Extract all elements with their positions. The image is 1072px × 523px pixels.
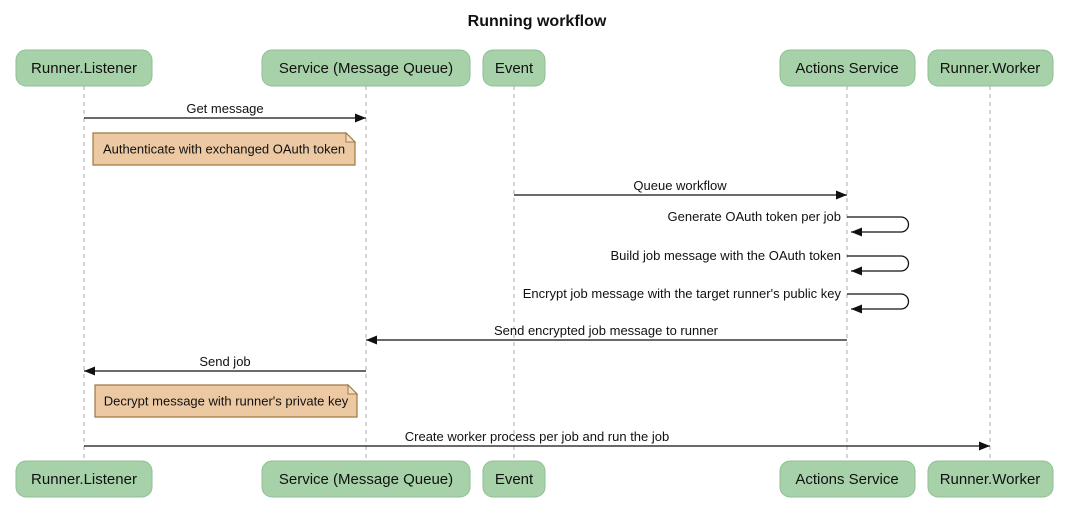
actor-box <box>927 49 1054 87</box>
message-label: Create worker process per job and run th… <box>405 429 669 444</box>
message-label: Encrypt job message with the target runn… <box>523 286 842 301</box>
actor-label: Runner.Listener <box>31 60 137 77</box>
participant-top-actions-service: Actions Service <box>779 49 916 87</box>
actor-label: Service (Message Queue) <box>279 60 453 77</box>
self-message-arrow <box>847 255 910 276</box>
participant-top-service-message-queue: Service (Message Queue) <box>261 49 471 87</box>
actor-label: Service (Message Queue) <box>279 471 453 488</box>
note-label: Decrypt message with runner's private ke… <box>104 394 349 409</box>
actor-box <box>482 49 546 87</box>
message-create-worker-process: Create worker process per job and run th… <box>84 429 990 451</box>
message-generate-oauth-token: Generate OAuth token per job <box>668 209 910 237</box>
note-label: Authenticate with exchanged OAuth token <box>103 142 345 157</box>
note-box <box>94 384 358 418</box>
note-fold-corner <box>347 383 359 395</box>
message-get-message: Get message <box>84 101 366 123</box>
actor-label: Runner.Worker <box>940 60 1041 77</box>
message-label: Queue workflow <box>633 178 727 193</box>
participant-bottom-actions-service: Actions Service <box>779 460 916 498</box>
note-fold-corner <box>345 131 357 143</box>
diagram-title: Running workflow <box>468 13 607 30</box>
message-label: Generate OAuth token per job <box>668 209 841 224</box>
participant-bottom-event: Event <box>482 460 546 498</box>
actor-box <box>261 460 471 498</box>
participant-top-event: Event <box>482 49 546 87</box>
actor-box <box>15 49 153 87</box>
actor-label: Event <box>495 471 534 488</box>
actor-label: Actions Service <box>795 471 898 488</box>
actor-box <box>927 460 1054 498</box>
message-send-encrypted-job: Send encrypted job message to runner <box>366 323 847 345</box>
message-label: Build job message with the OAuth token <box>610 248 841 263</box>
note-decrypt: Decrypt message with runner's private ke… <box>94 383 359 418</box>
actor-box <box>261 49 471 87</box>
actor-box <box>779 49 916 87</box>
participant-top-runner-worker: Runner.Worker <box>927 49 1054 87</box>
actor-box <box>779 460 916 498</box>
message-build-job-message: Build job message with the OAuth token <box>610 248 910 276</box>
actor-label: Actions Service <box>795 60 898 77</box>
actor-label: Runner.Listener <box>31 471 137 488</box>
participant-bottom-runner-worker: Runner.Worker <box>927 460 1054 498</box>
message-label: Get message <box>186 101 263 116</box>
message-label: Send job <box>199 354 250 369</box>
message-queue-workflow: Queue workflow <box>514 178 847 200</box>
actor-box <box>482 460 546 498</box>
actor-box <box>15 460 153 498</box>
message-encrypt-job-message: Encrypt job message with the target runn… <box>523 286 910 314</box>
self-message-arrow <box>847 216 910 237</box>
self-message-arrow <box>847 293 910 314</box>
participant-bottom-runner-listener: Runner.Listener <box>15 460 153 498</box>
note-authenticate: Authenticate with exchanged OAuth token <box>92 131 357 166</box>
message-label: Send encrypted job message to runner <box>494 323 719 338</box>
message-send-job: Send job <box>84 354 366 376</box>
participant-top-runner-listener: Runner.Listener <box>15 49 153 87</box>
note-box <box>92 132 356 166</box>
participant-bottom-service-message-queue: Service (Message Queue) <box>261 460 471 498</box>
actor-label: Runner.Worker <box>940 471 1041 488</box>
actor-label: Event <box>495 60 534 77</box>
